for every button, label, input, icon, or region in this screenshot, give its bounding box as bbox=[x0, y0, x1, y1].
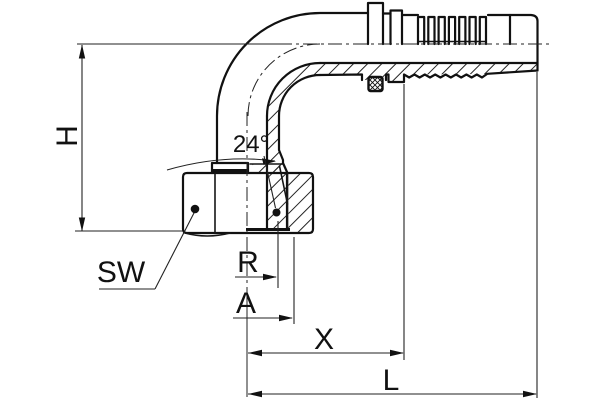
centerlines bbox=[77, 43, 553, 397]
tube-collar bbox=[210, 161, 250, 175]
elbow-section-outer-arc bbox=[277, 73, 322, 118]
dim-r: R bbox=[235, 221, 279, 288]
barb-rib-3 bbox=[437, 15, 446, 46]
cone-angle-label: 24° bbox=[233, 131, 269, 158]
h-label: H bbox=[51, 125, 84, 147]
barb-rib-6 bbox=[468, 15, 477, 46]
second-rib bbox=[389, 9, 404, 46]
dim-x: X bbox=[248, 84, 405, 360]
hex-nut bbox=[181, 161, 315, 237]
elbow-outer-contour bbox=[215, 11, 370, 165]
shank-lower-edge bbox=[318, 69, 539, 84]
sw-label: SW bbox=[97, 256, 146, 289]
dim-a: A bbox=[233, 237, 295, 324]
barb-rib-2 bbox=[427, 15, 436, 46]
barb-rib-5 bbox=[458, 15, 467, 46]
r-arrow bbox=[263, 273, 277, 281]
cone-angle-dot bbox=[272, 208, 281, 217]
nut-bottom-chamfer-arc bbox=[184, 232, 231, 237]
section-hatching bbox=[252, 63, 538, 233]
cone-angle-leader bbox=[263, 155, 277, 209]
body-line-3 bbox=[486, 13, 512, 46]
nipple-end-cap bbox=[508, 13, 539, 72]
tube-end-section bbox=[252, 164, 287, 173]
dim-cone-angle: 24° bbox=[166, 131, 281, 217]
barb-rib-1 bbox=[416, 15, 426, 46]
sw-leader-line bbox=[154, 210, 196, 290]
l-label: L bbox=[383, 364, 400, 397]
cone-seat-flank bbox=[278, 165, 289, 205]
dim-h: H bbox=[51, 44, 183, 232]
h-arrow-up bbox=[78, 44, 86, 59]
r-label: R bbox=[237, 246, 259, 279]
bend-centerline-arc bbox=[247, 43, 321, 117]
hose-shank-wall-section bbox=[267, 63, 538, 116]
nut-outline bbox=[181, 171, 315, 235]
nut-wall-section bbox=[288, 173, 313, 233]
a-label: A bbox=[236, 287, 256, 320]
barb-rib-4 bbox=[447, 15, 457, 46]
elbow-bore-arc bbox=[265, 61, 322, 118]
o-ring bbox=[367, 75, 384, 93]
a-arrow bbox=[279, 314, 293, 322]
barb-rib-7 bbox=[478, 15, 488, 46]
l-arrow-left bbox=[248, 390, 262, 398]
dim-sw: SW bbox=[97, 204, 200, 290]
h-arrow-down bbox=[78, 217, 86, 232]
dim-l: L bbox=[248, 72, 538, 398]
x-label: X bbox=[314, 323, 334, 356]
sw-leader-dot bbox=[190, 204, 200, 214]
x-arrow-left bbox=[248, 349, 262, 357]
hose-nipple bbox=[318, 1, 539, 93]
x-arrow-right bbox=[390, 349, 404, 357]
l-arrow-right bbox=[523, 390, 537, 398]
stop-collar-rib bbox=[366, 1, 385, 46]
